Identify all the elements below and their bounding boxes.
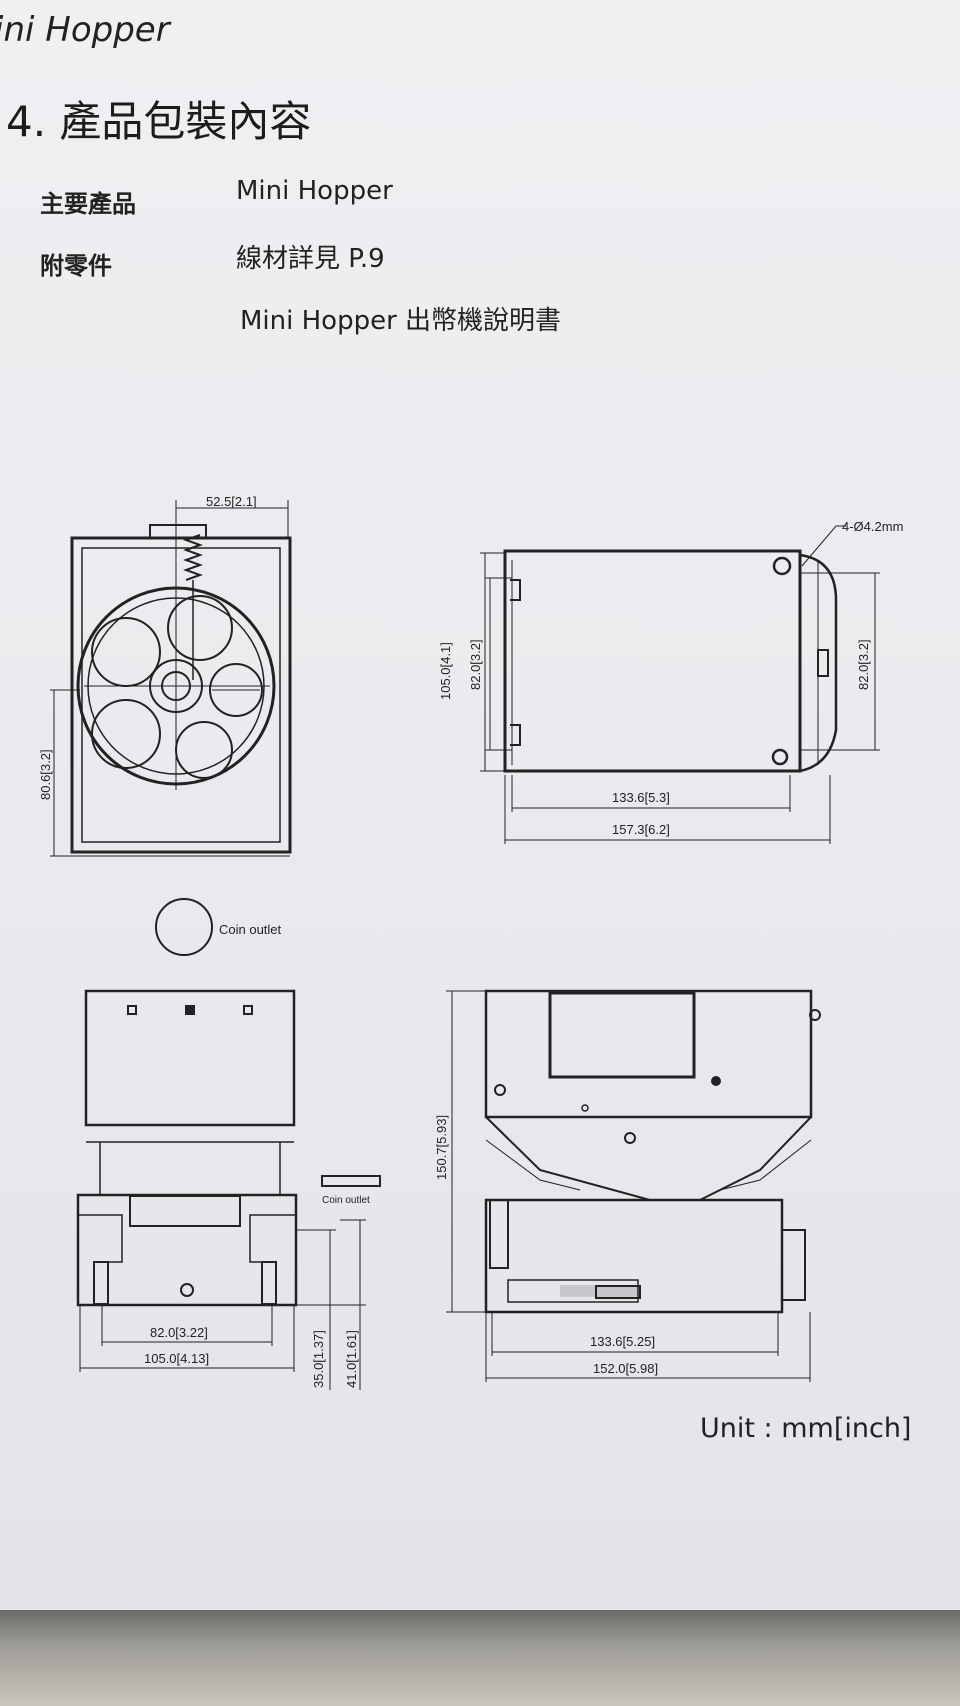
dim-side-width-outer: 157.3[6.2] [612, 822, 670, 837]
bottom-side-view-drawing [484, 989, 821, 1314]
dim-side-height-outer: 105.0[4.1] [438, 642, 453, 700]
dim-bottom-height-b: 41.0[1.61] [344, 1330, 359, 1388]
contents-label-accessories: 附零件 [40, 252, 112, 280]
dim-bottom-side-height: 150.7[5.93] [434, 1115, 449, 1180]
unit-note: Unit : mm[inch] [700, 1413, 912, 1444]
dim-bottom-height-a: 35.0[1.37] [311, 1330, 326, 1388]
dim-side-right: 82.0[3.2] [856, 639, 871, 690]
hole-note: 4-Ø4.2mm [842, 519, 903, 534]
front-view-drawing [70, 500, 292, 854]
bottom-side-view-dimensions [446, 990, 811, 1382]
bottom-front-view-drawing [76, 989, 381, 1307]
dim-front-left: 80.6[3.2] [38, 749, 53, 800]
section-title: 4. 產品包裝內容 [6, 97, 312, 146]
contents-value-manual: Mini Hopper 出幣機說明書 [240, 306, 562, 336]
contents-label-main: 主要產品 [40, 190, 136, 218]
dim-bottom-inner-width: 82.0[3.22] [150, 1325, 208, 1340]
coin-outlet-label-bottom: Coin outlet [322, 1195, 370, 1206]
dim-bottom-side-width-inner: 133.6[5.25] [590, 1334, 655, 1349]
coin-outlet-label: Coin outlet [219, 922, 282, 937]
dim-bottom-side-width-outer: 152.0[5.98] [593, 1361, 658, 1376]
side-view-dimensions [480, 525, 880, 844]
contents-value-accessories: 線材詳見 P.9 [236, 244, 385, 274]
dim-side-width-inner: 133.6[5.3] [612, 790, 670, 805]
dim-front-top: 52.5[2.1] [206, 494, 257, 509]
coin-outlet-circle-symbol [155, 898, 213, 956]
dim-bottom-outer-width: 105.0[4.13] [144, 1351, 209, 1366]
front-view-dimensions [50, 500, 290, 857]
dim-side-height-inner: 82.0[3.2] [468, 639, 483, 690]
header-product-name: ini Hopper [0, 10, 170, 50]
side-view-drawing [503, 549, 838, 773]
contents-value-main: Mini Hopper [236, 176, 393, 206]
bottom-front-view-dimensions [79, 1219, 366, 1390]
background-floor [0, 1610, 960, 1706]
